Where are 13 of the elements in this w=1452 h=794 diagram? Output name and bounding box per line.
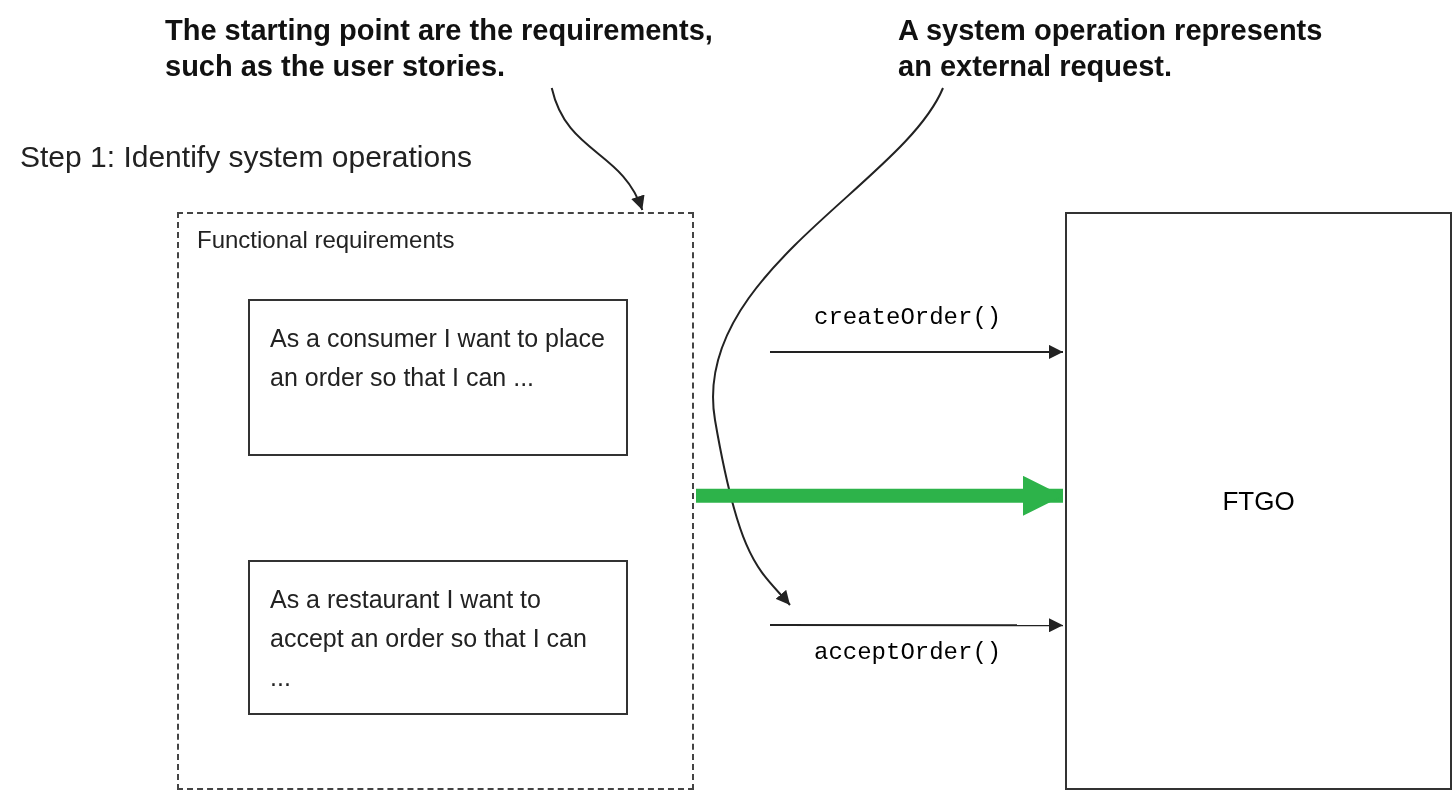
- user-story-box: As a consumer I want to place an order so that I can ...: [248, 299, 628, 456]
- requirements-group: [177, 212, 694, 790]
- arrow: [696, 475, 1063, 516]
- leader-line: [712, 87, 944, 606]
- leader-line: [550, 87, 644, 211]
- user-story-box: As a restaurant I want to accept an order so that I can ...: [248, 560, 628, 715]
- annotation-text: A system operation represents an external request.: [898, 12, 1348, 84]
- arrow: [769, 344, 1064, 359]
- arrow: [769, 618, 1064, 633]
- system-box: FTGO: [1065, 212, 1452, 790]
- step-title: Step 1: Identify system operations: [20, 140, 472, 174]
- group-title: Functional requirements: [197, 226, 455, 254]
- annotation-text: The starting point are the requirements, such as the user stories.: [165, 12, 760, 84]
